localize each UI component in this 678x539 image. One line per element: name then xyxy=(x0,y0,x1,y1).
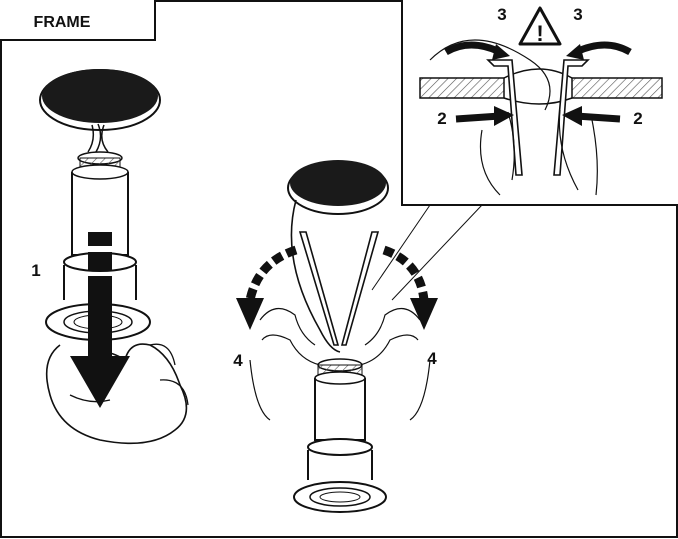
step-3-right-label: 3 xyxy=(573,5,582,24)
frame-title: FRAME xyxy=(34,14,91,31)
frame-label-box: FRAME xyxy=(0,0,155,40)
center-figure: 4 4 xyxy=(233,160,438,512)
press-right-arrow xyxy=(576,116,620,119)
press-left-arrow xyxy=(456,116,500,119)
step-2-right-label: 2 xyxy=(633,109,642,128)
detail-inset: ! 3 3 2 2 xyxy=(402,0,678,205)
swing-left-arrow xyxy=(236,250,296,330)
step-4-left-label: 4 xyxy=(233,351,243,370)
step-3-left-label: 3 xyxy=(497,5,506,24)
step-1-label: 1 xyxy=(31,261,40,280)
swing-right-arrow xyxy=(384,250,438,330)
center-cap xyxy=(290,160,386,206)
step-4-right-label: 4 xyxy=(427,349,437,368)
ceiling-cap xyxy=(42,69,158,123)
svg-text:!: ! xyxy=(536,21,543,46)
step-2-left-label: 2 xyxy=(437,109,446,128)
left-figure: 1 xyxy=(31,69,188,443)
